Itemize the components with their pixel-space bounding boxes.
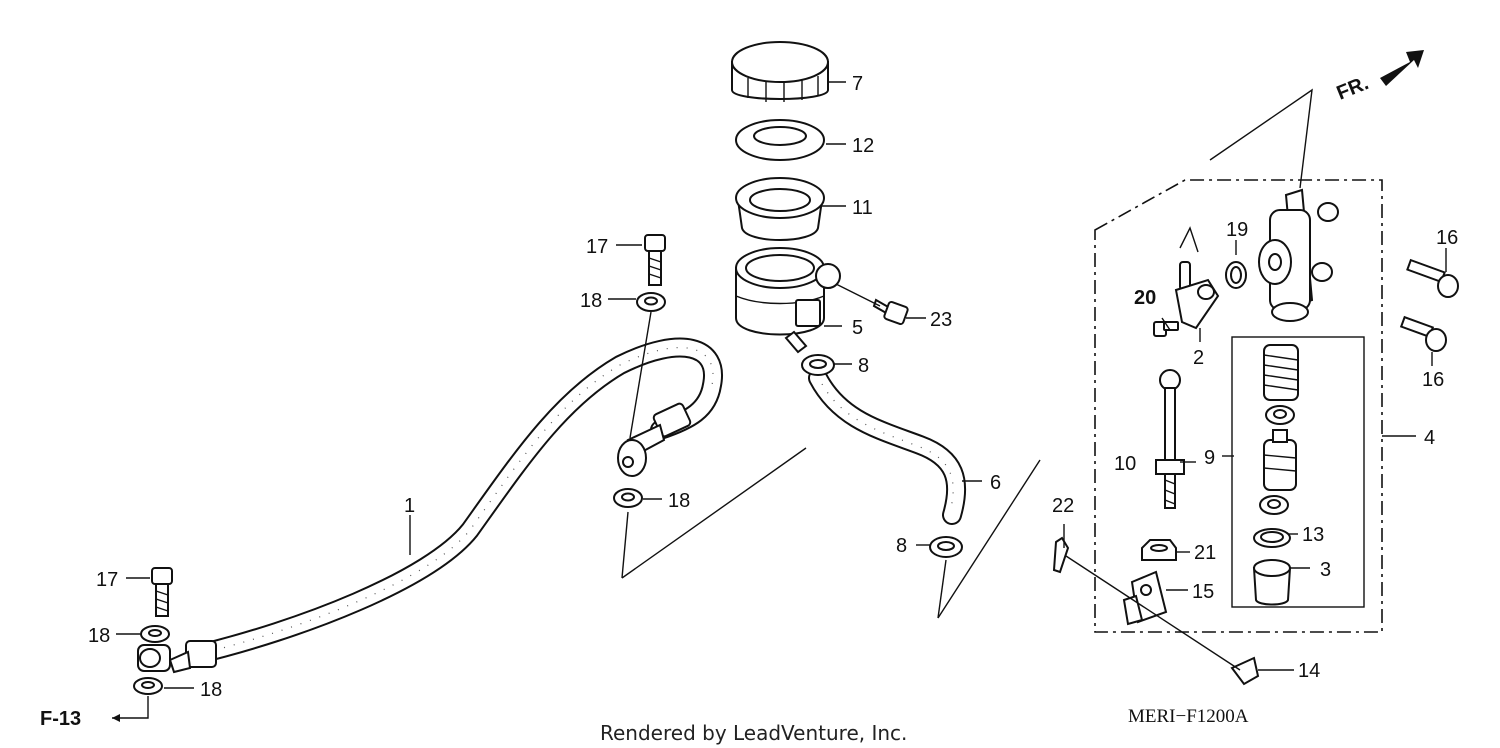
callout-18-upper: 18	[580, 290, 602, 312]
callout-5: 5	[852, 317, 863, 339]
callout-20: 20	[1134, 287, 1156, 309]
callout-3: 3	[1320, 559, 1331, 581]
master-cylinder-assembly-outline	[1094, 179, 1383, 633]
part-12-diaphragm-plate[interactable]	[735, 119, 825, 161]
callout-16-upper: 16	[1436, 227, 1458, 249]
part-16-bolt-lower[interactable]	[1399, 315, 1447, 352]
part-20-screw[interactable]	[1153, 321, 1179, 337]
render-credit: Rendered by LeadVenture, Inc.	[600, 721, 907, 745]
part-22-pin[interactable]	[1052, 536, 1070, 574]
callout-18-middle: 18	[668, 490, 690, 512]
part-17-bolt-upper[interactable]	[644, 234, 666, 286]
part-5-reservoir[interactable]	[735, 247, 841, 354]
callout-10: 10	[1114, 453, 1136, 475]
part-19-o-ring[interactable]	[1225, 261, 1247, 289]
callout-18-lower-bottom: 18	[200, 679, 222, 701]
part-9-secondary-cup[interactable]	[1259, 495, 1289, 515]
part-18-washer-lower-bottom[interactable]	[133, 677, 163, 695]
part-1-hose[interactable]	[137, 337, 723, 674]
callout-21: 21	[1194, 542, 1216, 564]
part-10-push-rod[interactable]	[1155, 369, 1185, 509]
front-arrow-icon	[1380, 50, 1424, 86]
callout-23: 23	[930, 309, 952, 331]
part-18-washer-upper[interactable]	[636, 292, 666, 312]
part-18-washer-middle[interactable]	[613, 488, 643, 508]
callout-12: 12	[852, 135, 874, 157]
part-8-clip-upper[interactable]	[801, 354, 835, 376]
part-9-piston-spring[interactable]	[1263, 344, 1299, 401]
part-16-bolt-upper[interactable]	[1406, 258, 1459, 298]
callout-11: 11	[852, 197, 873, 219]
callout-17-upper: 17	[586, 236, 608, 258]
part-6-reservoir-hose[interactable]	[808, 368, 967, 525]
part-17-bolt-lower[interactable]	[151, 567, 173, 617]
callout-8-lower: 8	[896, 535, 907, 557]
front-label: FR.	[1334, 72, 1372, 104]
callout-1: 1	[404, 495, 415, 517]
part-14-cotter-pin[interactable]	[1230, 656, 1260, 686]
part-4-master-cylinder[interactable]	[1258, 188, 1339, 322]
part-2-hose-joint[interactable]	[1174, 261, 1220, 330]
callout-labels: 1 2 3 4 5 6 7 8 8 9 10 11 12 13 14 15 16…	[88, 73, 1458, 701]
callout-2: 2	[1193, 347, 1204, 369]
callout-7: 7	[852, 73, 863, 95]
leader-lines	[112, 81, 1447, 722]
callout-8-upper: 8	[858, 355, 869, 377]
front-direction-indicator: FR.	[1334, 50, 1424, 105]
part-8-clip-lower[interactable]	[929, 536, 963, 558]
callout-15: 15	[1192, 581, 1214, 603]
part-21-nut[interactable]	[1141, 539, 1177, 561]
part-15-clevis[interactable]	[1122, 570, 1168, 626]
cross-reference-label[interactable]: F-13	[40, 708, 81, 730]
callout-22: 22	[1052, 495, 1074, 517]
part-13-circlip[interactable]	[1253, 528, 1291, 548]
callout-18-lower-top: 18	[88, 625, 110, 647]
callout-9: 9	[1204, 447, 1215, 469]
part-11-diaphragm[interactable]	[735, 177, 825, 241]
callout-13: 13	[1302, 524, 1324, 546]
callout-4: 4	[1424, 427, 1435, 449]
part-23-bolt[interactable]	[872, 298, 909, 326]
callout-19: 19	[1226, 219, 1248, 241]
part-7-reservoir-cap[interactable]	[731, 41, 829, 102]
piston-kit-outline	[1231, 336, 1365, 608]
callout-14: 14	[1298, 660, 1320, 682]
part-9-piston[interactable]	[1263, 429, 1297, 491]
part-18-washer-lower-top[interactable]	[140, 625, 170, 643]
callout-6: 6	[990, 472, 1001, 494]
part-3-boot[interactable]	[1252, 559, 1292, 606]
diagram-code: MERI−F1200A	[1128, 706, 1249, 727]
part-9-piston-cup[interactable]	[1265, 405, 1295, 425]
callout-16-lower: 16	[1422, 369, 1444, 391]
callout-17-lower: 17	[96, 569, 118, 591]
